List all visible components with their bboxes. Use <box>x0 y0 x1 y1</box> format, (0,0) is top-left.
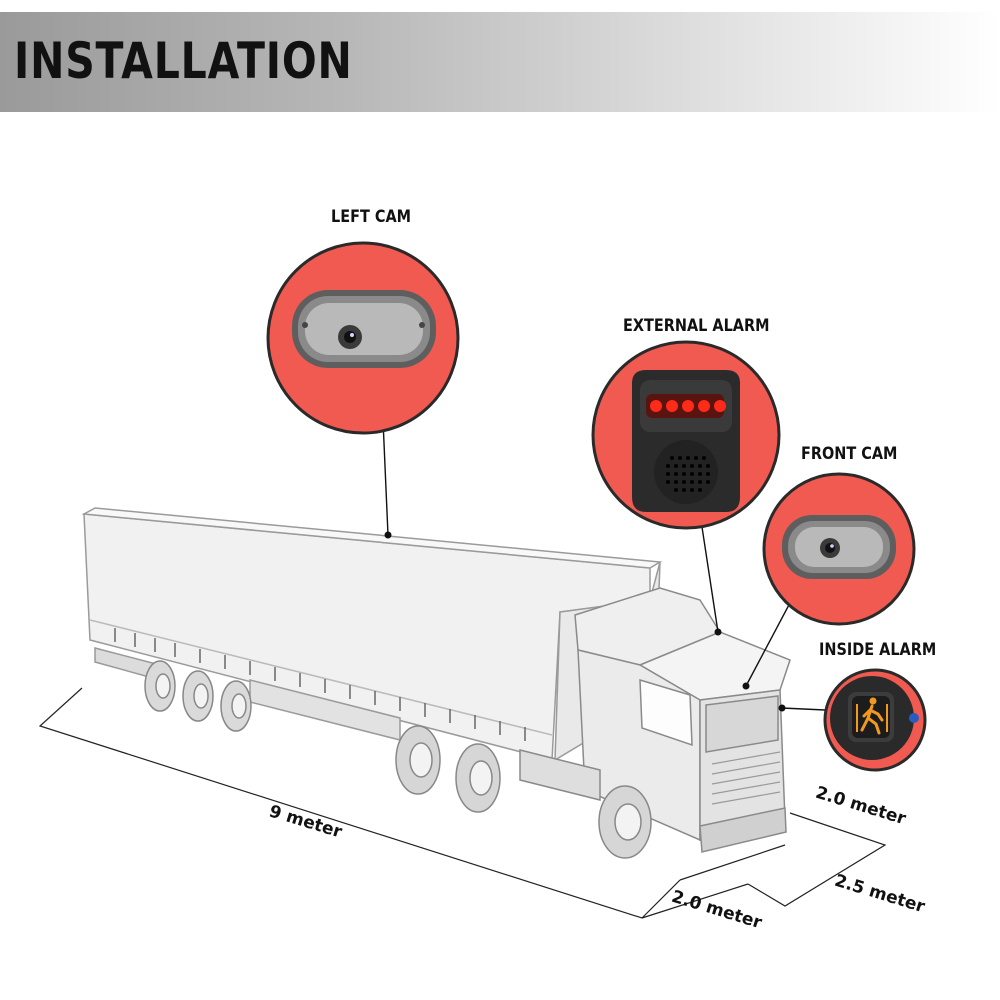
front-cam-label: FRONT CAM <box>801 444 898 464</box>
dimension-lines <box>38 687 887 919</box>
external-alarm-callout <box>591 340 781 530</box>
trailer-wheels <box>144 660 252 732</box>
inside-alarm-callout <box>823 668 927 772</box>
left-cam-label: LEFT CAM <box>331 207 412 227</box>
truck-trailer <box>81 507 663 762</box>
page-title: INSTALLATION <box>14 32 353 90</box>
left-cam-callout <box>266 241 460 435</box>
cab-wheels <box>395 725 652 859</box>
front-cam-callout <box>762 472 916 626</box>
header-banner: INSTALLATION <box>0 12 1000 112</box>
pedestrian-icon <box>856 697 888 735</box>
inside-alarm-label: INSIDE ALARM <box>819 640 937 660</box>
external-alarm-label: EXTERNAL ALARM <box>623 316 770 336</box>
callout-anchor-dots <box>384 531 786 712</box>
